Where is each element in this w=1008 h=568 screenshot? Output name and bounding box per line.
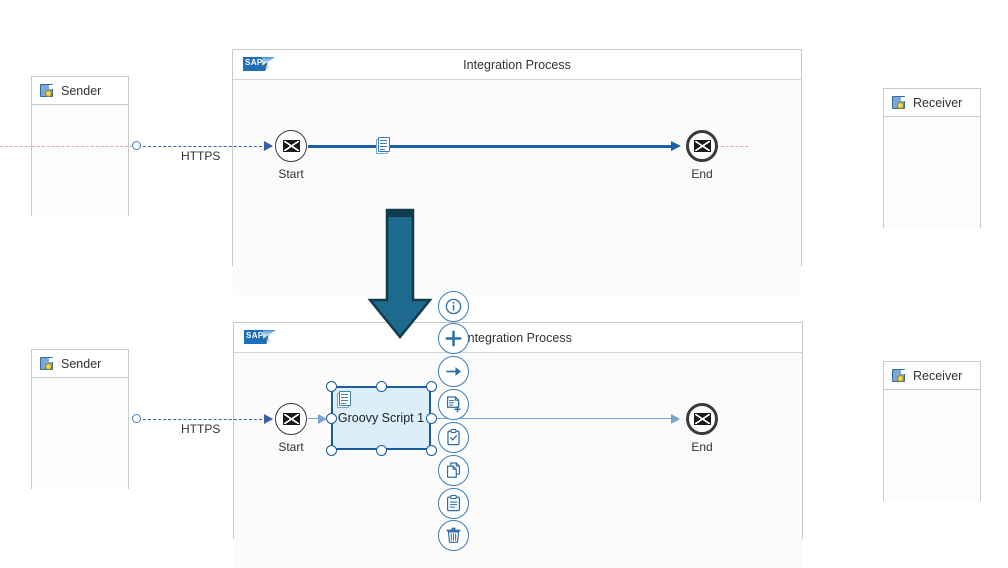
integration-process-pool-before[interactable]: SAP ® Integration Process bbox=[232, 49, 802, 295]
integration-process-body bbox=[233, 80, 801, 295]
toolbar-copy-button[interactable] bbox=[438, 455, 469, 486]
message-flow-arrowhead-after bbox=[264, 414, 273, 424]
message-flow-https-before[interactable] bbox=[138, 146, 272, 147]
end-event-after[interactable] bbox=[686, 403, 718, 435]
sender-pool-after[interactable]: Sender bbox=[31, 349, 129, 489]
resize-handle-sw[interactable] bbox=[325, 444, 337, 456]
clipboard-check-icon bbox=[447, 428, 460, 446]
resize-handle-w[interactable] bbox=[325, 412, 337, 424]
participant-icon bbox=[40, 356, 54, 371]
receiver-label: Receiver bbox=[913, 368, 963, 383]
participant-icon bbox=[892, 95, 906, 110]
message-flow-stub-right-before bbox=[716, 146, 748, 147]
sequence-flow-start-to-task[interactable] bbox=[308, 418, 323, 419]
resize-handle-e[interactable] bbox=[425, 412, 437, 424]
message-flow-origin-dot-after[interactable] bbox=[132, 414, 141, 423]
sender-label: Sender bbox=[61, 356, 102, 371]
message-flow-inside-sender-before bbox=[32, 146, 133, 147]
toolbar-delete-button[interactable] bbox=[438, 520, 469, 551]
message-flow-stub-left-before bbox=[0, 146, 32, 147]
sequence-flow-arrowhead-before bbox=[671, 141, 681, 151]
message-end-event-icon bbox=[693, 413, 711, 425]
receiver-label: Receiver bbox=[913, 95, 963, 110]
toolbar-paste-button[interactable] bbox=[438, 488, 469, 519]
resize-handle-se[interactable] bbox=[425, 444, 437, 456]
sender-label: Sender bbox=[61, 83, 102, 98]
plus-icon bbox=[445, 330, 462, 347]
sap-logo: SAP ® bbox=[244, 330, 276, 345]
message-end-event-icon bbox=[693, 140, 711, 152]
resize-handle-nw[interactable] bbox=[325, 380, 337, 392]
toolbar-add-button[interactable] bbox=[438, 323, 469, 354]
script-document-icon bbox=[337, 391, 353, 408]
sender-pool-header: Sender bbox=[32, 350, 128, 378]
message-flow-label-before: HTTPS bbox=[181, 149, 221, 163]
receiver-pool-header: Receiver bbox=[884, 362, 980, 390]
script-task-groovy-script-1[interactable]: Groovy Script 1 bbox=[331, 386, 431, 450]
sequence-flow-arrowhead-start-to-task bbox=[318, 414, 327, 424]
sender-pool-body bbox=[32, 378, 128, 489]
sequence-flow-before[interactable] bbox=[308, 145, 676, 148]
start-event-after[interactable] bbox=[275, 403, 307, 435]
integration-process-title: Integration Process bbox=[464, 330, 572, 345]
participant-icon bbox=[892, 368, 906, 383]
toolbar-connect-button[interactable] bbox=[438, 356, 469, 387]
start-event-label-before: Start bbox=[278, 167, 304, 181]
end-event-before[interactable] bbox=[686, 130, 718, 162]
end-event-label-before: End bbox=[691, 167, 713, 181]
arrow-right-icon bbox=[446, 367, 462, 376]
message-flow-https-after[interactable] bbox=[138, 419, 272, 420]
trash-icon bbox=[446, 527, 461, 543]
script-document-icon-before[interactable] bbox=[376, 137, 392, 155]
integration-process-header: SAP ® Integration Process bbox=[234, 323, 802, 353]
sequence-flow-arrowhead-task-to-end bbox=[671, 414, 680, 424]
message-start-event-icon bbox=[282, 413, 300, 425]
message-flow-arrowhead-before bbox=[264, 141, 273, 151]
message-flow-origin-dot-before[interactable] bbox=[132, 141, 141, 150]
message-flow-label-after: HTTPS bbox=[181, 422, 221, 436]
integration-process-body bbox=[234, 353, 802, 568]
message-start-event-icon bbox=[282, 140, 300, 152]
transition-arrow-annotation bbox=[367, 208, 433, 339]
resize-handle-ne[interactable] bbox=[425, 380, 437, 392]
start-event-label-after: Start bbox=[278, 440, 304, 454]
sap-logo: SAP ® bbox=[243, 57, 275, 72]
paste-icon bbox=[446, 494, 461, 512]
script-task-label: Groovy Script 1 bbox=[337, 411, 425, 425]
info-icon bbox=[445, 298, 462, 315]
receiver-pool-before[interactable]: Receiver bbox=[883, 88, 981, 228]
document-add-icon bbox=[446, 396, 461, 413]
receiver-pool-after[interactable]: Receiver bbox=[883, 361, 981, 501]
receiver-pool-body bbox=[884, 117, 980, 228]
toolbar-info-button[interactable] bbox=[438, 291, 469, 322]
integration-process-title: Integration Process bbox=[463, 57, 571, 72]
resize-handle-n[interactable] bbox=[375, 380, 387, 392]
end-event-label-after: End bbox=[691, 440, 713, 454]
sequence-flow-task-to-end[interactable] bbox=[437, 418, 676, 419]
start-event-before[interactable] bbox=[275, 130, 307, 162]
participant-icon bbox=[40, 83, 54, 98]
sender-pool-header: Sender bbox=[32, 77, 128, 105]
receiver-pool-body bbox=[884, 390, 980, 501]
toolbar-assign-button[interactable] bbox=[438, 422, 469, 453]
toolbar-add-step-button[interactable] bbox=[438, 389, 469, 420]
integration-process-header: SAP ® Integration Process bbox=[233, 50, 801, 80]
integration-process-pool-after[interactable]: SAP ® Integration Process bbox=[233, 322, 803, 568]
sender-pool-body bbox=[32, 105, 128, 216]
receiver-pool-header: Receiver bbox=[884, 89, 980, 117]
copy-icon bbox=[446, 462, 461, 478]
resize-handle-s[interactable] bbox=[375, 444, 387, 456]
